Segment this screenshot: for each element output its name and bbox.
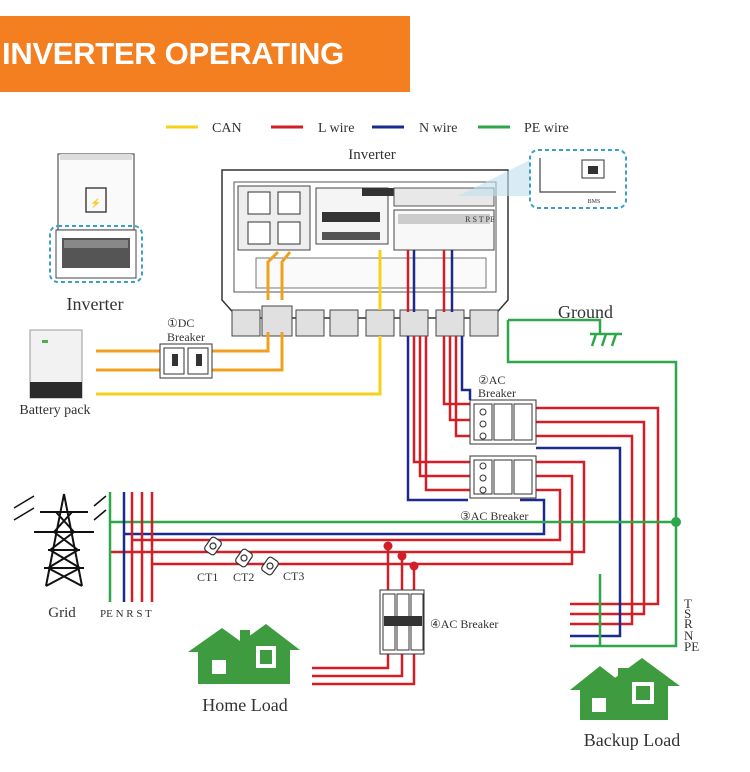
legend-n-label: N wire: [419, 121, 458, 136]
battery-pack: [29, 329, 83, 399]
legend: CAN L wire N wire PE wire: [166, 121, 569, 136]
backup-load-label: Backup Load: [584, 730, 680, 750]
home-load-label: Home Load: [202, 695, 287, 715]
grid-tower-icon: [13, 493, 107, 587]
ac-breaker-2-label-1: ②AC: [478, 373, 505, 387]
inverter-top-label: Inverter: [348, 147, 395, 163]
ct2-label: CT2: [233, 570, 254, 584]
main-inverter: R S T PE: [221, 169, 509, 319]
grid-wires: [108, 336, 676, 686]
dc-breaker: [159, 343, 213, 379]
ct-clamps: [204, 536, 279, 576]
phase-t-label: T: [684, 596, 692, 611]
phase-pe-label: PE: [684, 639, 699, 654]
dc-wires: [96, 250, 382, 396]
ground-label: Ground: [558, 302, 613, 322]
legend-can-label: CAN: [212, 121, 242, 136]
page-title: INVERTER OPERATING SYSTEM: [0, 16, 410, 147]
ac-breaker-3: [469, 455, 537, 499]
backup-load-house-icon: [570, 658, 680, 720]
inverter-terminal-labels: R S T PE: [465, 215, 495, 224]
inverter-thumbnail: ⚡: [49, 153, 143, 283]
ac-breaker-3-label: ③AC Breaker: [460, 509, 528, 523]
bms-callout: BMS: [458, 149, 627, 209]
ac-breaker-4: [379, 589, 425, 655]
home-load-house-icon: [188, 624, 300, 684]
phase-n-label: N: [684, 628, 694, 643]
svg-text:⚡: ⚡: [90, 197, 101, 209]
ct3-label: CT3: [283, 569, 304, 583]
cable-glands: [231, 305, 499, 337]
legend-pe-label: PE wire: [524, 121, 569, 136]
ac-breaker-4-label: ④AC Breaker: [430, 617, 498, 631]
battery-label: Battery pack: [19, 403, 90, 418]
dc-breaker-label-2: Breaker: [167, 330, 205, 344]
backup-wires: [406, 250, 678, 648]
inverter-left-label: Inverter: [67, 294, 124, 314]
ct1-label: CT1: [197, 570, 218, 584]
legend-l-label: L wire: [318, 121, 354, 136]
grid-phase-labels: PE N R S T: [100, 608, 152, 620]
junction-dots: [383, 517, 681, 571]
ground-symbol: [508, 318, 622, 347]
backup-phase-labels: T S R N PE: [684, 596, 699, 654]
bms-label: BMS: [588, 199, 601, 205]
grid-label: Grid: [48, 605, 76, 621]
phase-r-label: R: [684, 616, 693, 631]
ac-breaker-2: [469, 399, 537, 445]
dc-breaker-label-1: ①DC: [167, 316, 194, 330]
phase-s-label: S: [684, 606, 691, 621]
ac-breaker-2-label-2: Breaker: [478, 386, 516, 400]
